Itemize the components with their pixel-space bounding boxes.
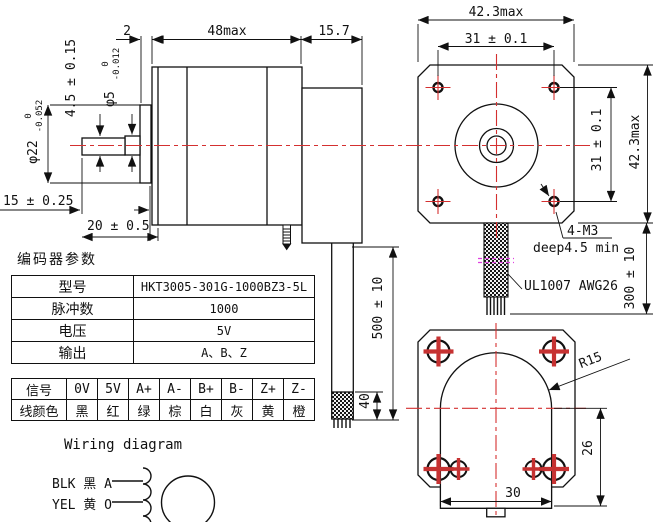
pilot-boss [139, 104, 152, 184]
dim-front-height: 42.3max [628, 114, 643, 169]
wire-color-cell: 线颜色 [11, 399, 67, 421]
coil-symbol [142, 467, 152, 522]
encoder-row-value: A、B、Z [133, 341, 315, 364]
label-wire-spec: UL1007 AWG26 [524, 279, 618, 294]
dim-strip-length: 40 [358, 393, 373, 409]
table-row: 电压 5V [11, 319, 315, 342]
cable-braid-side [331, 391, 354, 420]
signal-color-table: 信号 0V 5V A+ A- B+ B- Z+ Z- 线颜色 黑 红 绿 棕 白… [11, 378, 315, 421]
signal-header: B- [221, 378, 253, 400]
signal-header: Z- [283, 378, 315, 400]
signal-header: Z+ [252, 378, 284, 400]
dimension-linework [0, 15, 653, 507]
encoder-table-title: 编码器参数 [17, 252, 97, 268]
dim-body-length: 48max [207, 24, 246, 39]
cable-wires-front [486, 297, 506, 315]
table-row: 型号 HKT3005-301G-1000BZ3-5L [11, 275, 315, 298]
dim-shaft-dia: φ5 [103, 91, 118, 107]
dim-hole-pitch-h: 31 ± 0.1 [465, 32, 528, 47]
wire-color-cell: 黄 [252, 399, 284, 421]
dim-shaft-dia-tol-top: 0 [101, 61, 111, 66]
dim-boss-dia: φ22 [26, 140, 41, 163]
wiring-diagram [112, 467, 216, 522]
encoder-row-label: 输出 [11, 341, 134, 364]
wire-color-cell: 灰 [221, 399, 253, 421]
table-row: 输出 A、B、Z [11, 341, 315, 364]
signal-header: 0V [66, 378, 98, 400]
wire-color-cell: 棕 [159, 399, 191, 421]
side-view [81, 66, 363, 428]
wire-color-cell: 白 [190, 399, 222, 421]
signal-header: B+ [190, 378, 222, 400]
encoder-row-value: HKT3005-301G-1000BZ3-5L [133, 275, 315, 298]
table-row: 信号 0V 5V A+ A- B+ B- Z+ Z- [11, 378, 315, 400]
dim-boss-dia-tol-bot: -0.052 [35, 100, 45, 133]
wiring-label-a: BLK 黑 A [52, 477, 112, 492]
dimension-text: 2 48max 15.7 4.5 ± 0.15 φ5 0 -0.012 φ22 … [3, 5, 643, 501]
dim-shaft-dia-tol-bot: -0.012 [112, 48, 122, 81]
rear-screw [282, 224, 292, 251]
label-tap-depth: deep4.5 min [533, 241, 619, 256]
wire-color-cell: 橙 [283, 399, 315, 421]
signal-header: A- [159, 378, 191, 400]
dim-flat-length: 15 ± 0.25 [3, 194, 73, 209]
wire-color-cell: 红 [97, 399, 129, 421]
signal-header: 信号 [11, 378, 67, 400]
dim-cover-width: 30 [505, 486, 521, 501]
label-tap: 4-M3 [567, 224, 598, 239]
dim-cable-length-side: 500 ± 10 [371, 277, 386, 340]
encoder-parameter-table: 型号 HKT3005-301G-1000BZ3-5L 脉冲数 1000 电压 5… [11, 275, 315, 364]
signal-header: 5V [97, 378, 129, 400]
shaft-flat-section [81, 137, 126, 156]
dim-shaft-length: 20 ± 0.5 [87, 219, 150, 234]
table-row: 线颜色 黑 红 绿 棕 白 灰 黄 橙 [11, 399, 315, 421]
encoder-row-label: 型号 [11, 275, 134, 298]
cable-wires-side [333, 419, 351, 428]
table-row: 脉冲数 1000 [11, 297, 315, 320]
dim-boss-thickness: 2 [123, 24, 131, 39]
cable-break-lines [478, 257, 514, 264]
dim-hole-pitch-v: 31 ± 0.1 [590, 109, 605, 172]
encoder-row-label: 电压 [11, 319, 134, 342]
encoder-housing [301, 87, 363, 244]
encoder-row-value: 1000 [133, 297, 315, 320]
dim-front-width: 42.3max [469, 5, 524, 20]
dim-cover-radius: R15 [577, 350, 604, 372]
dim-encoder-length: 15.7 [318, 24, 349, 39]
wire-color-cell: 黑 [66, 399, 98, 421]
wire-color-cell: 绿 [128, 399, 160, 421]
encoder-row-label: 脉冲数 [11, 297, 134, 320]
wiring-label-o: YEL 黄 O [52, 498, 112, 513]
signal-header: A+ [128, 378, 160, 400]
wiring-diagram-title: Wiring diagram [64, 437, 183, 453]
motor-circle-symbol [160, 475, 216, 522]
dim-boss-dia-tol-top: 0 [24, 113, 34, 118]
encoder-row-value: 5V [133, 319, 315, 342]
dim-flat-height: 4.5 ± 0.15 [64, 39, 79, 117]
cover-screw-crosses [447, 458, 545, 480]
dim-cable-length-front: 300 ± 10 [623, 247, 638, 310]
dim-cover-offset: 26 [581, 440, 596, 456]
